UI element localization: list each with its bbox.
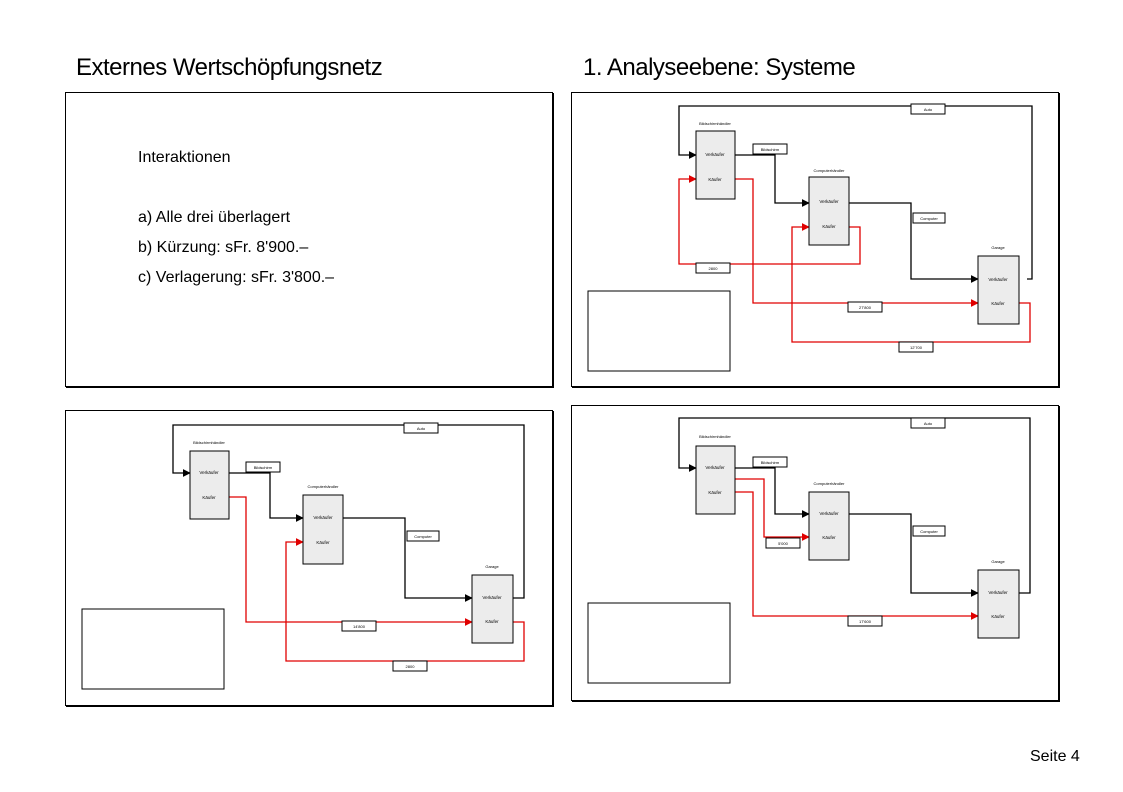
empty-note-box — [587, 290, 731, 372]
buyer-label: Käufer — [708, 490, 722, 495]
flow-auto-line — [678, 105, 1033, 280]
interaction-item-b: b) Kürzung: sFr. 8'900.– — [138, 239, 309, 256]
seller-label: Verkäufer — [988, 590, 1008, 595]
interaction-item-a: a) Alle drei überlagert — [138, 209, 291, 226]
node-computerhaendler: Computerhändler Verkäufer Käufer — [302, 484, 344, 565]
buyer-label: Käufer — [991, 301, 1005, 306]
money-line-1 — [735, 478, 810, 541]
node-label: Bildschirmhändler — [699, 434, 731, 439]
amount-label: 27'800 — [859, 305, 872, 310]
interactions-text-panel: Interaktionen a) Alle drei überlagert b)… — [65, 92, 553, 387]
money-line-2 — [735, 178, 979, 307]
node-garage: Garage Verkäufer Käufer — [977, 245, 1020, 325]
diagram-panel-overlay: Bildschirmhändler Verkäufer Käufer Compu… — [571, 92, 1059, 387]
page-title-right: 1. Analyseebene: Systeme — [583, 54, 856, 81]
node-bildschirmhaendler: Bildschirmhändler Verkäufer Käufer — [189, 440, 230, 520]
amount-label: 17'600 — [859, 619, 872, 624]
node-bildschirmhaendler: Bildschirmhändler Verkäufer Käufer — [695, 434, 736, 515]
flow-monitor-line — [229, 472, 304, 522]
seller-label: Verkäufer — [819, 199, 839, 204]
flow-computer-line — [849, 513, 979, 597]
flow-auto-label: Auto — [924, 107, 933, 112]
diagram-cut: Bildschirmhändler Verkäufer Käufer Compu… — [81, 422, 525, 690]
flow-auto-label: Auto — [417, 426, 426, 431]
seller-label: Verkäufer — [988, 277, 1008, 282]
money-line-1 — [229, 496, 473, 626]
amount-label: 2800 — [709, 266, 719, 271]
flow-computer-line — [343, 517, 473, 602]
flow-auto-label: Auto — [924, 421, 933, 426]
flow-auto-line — [678, 417, 1031, 594]
interactions-heading: Interaktionen — [138, 149, 231, 166]
buyer-label: Käufer — [991, 614, 1005, 619]
flow-monitor-line — [735, 467, 810, 518]
node-label: Computerhändler — [308, 484, 340, 489]
buyer-label: Käufer — [316, 540, 330, 545]
node-computerhaendler: Computerhändler Verkäufer Käufer — [808, 481, 850, 561]
flow-monitor-line — [735, 154, 810, 207]
node-computerhaendler: Computerhändler Verkäufer Käufer — [808, 168, 850, 246]
buyer-label: Käufer — [708, 177, 722, 182]
amount-label: 12'700 — [910, 345, 923, 350]
flow-monitor-label: Bildschirm — [254, 465, 273, 470]
buyer-label: Käufer — [485, 619, 499, 624]
node-label: Computerhändler — [814, 168, 846, 173]
buyer-label: Käufer — [202, 495, 216, 500]
page-title-left: Externes Wertschöpfungsnetz — [76, 54, 383, 81]
buyer-label: Käufer — [822, 535, 836, 540]
buyer-label: Käufer — [822, 224, 836, 229]
node-label: Garage — [485, 564, 499, 569]
flow-monitor-label: Bildschirm — [761, 460, 780, 465]
seller-label: Verkäufer — [705, 465, 725, 470]
seller-label: Verkäufer — [199, 470, 219, 475]
flow-computer-label: Computer — [414, 534, 432, 539]
diagram-overlay: Bildschirmhändler Verkäufer Käufer Compu… — [587, 103, 1033, 372]
seller-label: Verkäufer — [313, 515, 333, 520]
node-label: Garage — [991, 245, 1005, 250]
node-label: Garage — [991, 559, 1005, 564]
money-line-2 — [735, 491, 979, 620]
money-line-1 — [678, 175, 861, 265]
amount-label: 2800 — [406, 664, 416, 669]
node-garage: Garage Verkäufer Käufer — [977, 559, 1020, 639]
interaction-item-c: c) Verlagerung: sFr. 3'800.– — [138, 269, 335, 286]
flow-computer-label: Computer — [920, 529, 938, 534]
empty-note-box — [81, 608, 225, 690]
diagram-panel-cut: Bildschirmhändler Verkäufer Käufer Compu… — [65, 410, 553, 706]
diagram-shift: Bildschirmhändler Verkäufer Käufer Compu… — [587, 417, 1031, 684]
seller-label: Verkäufer — [482, 595, 502, 600]
node-garage: Garage Verkäufer Käufer — [471, 564, 514, 644]
seller-label: Verkäufer — [705, 152, 725, 157]
node-label: Computerhändler — [814, 481, 846, 486]
flow-monitor-label: Bildschirm — [761, 147, 780, 152]
amount-label: 14'800 — [353, 624, 366, 629]
empty-note-box — [587, 602, 731, 684]
node-label: Bildschirmhändler — [193, 440, 225, 445]
flow-auto-line — [172, 424, 525, 599]
flow-computer-line — [849, 202, 979, 283]
node-label: Bildschirmhändler — [699, 121, 731, 126]
seller-label: Verkäufer — [819, 511, 839, 516]
page-number: Seite 4 — [1030, 748, 1080, 765]
node-bildschirmhaendler: Bildschirmhändler Verkäufer Käufer — [695, 121, 736, 200]
diagram-panel-shift: Bildschirmhändler Verkäufer Käufer Compu… — [571, 405, 1059, 701]
amount-label: 5'000 — [778, 541, 788, 546]
flow-computer-label: Computer — [920, 216, 938, 221]
